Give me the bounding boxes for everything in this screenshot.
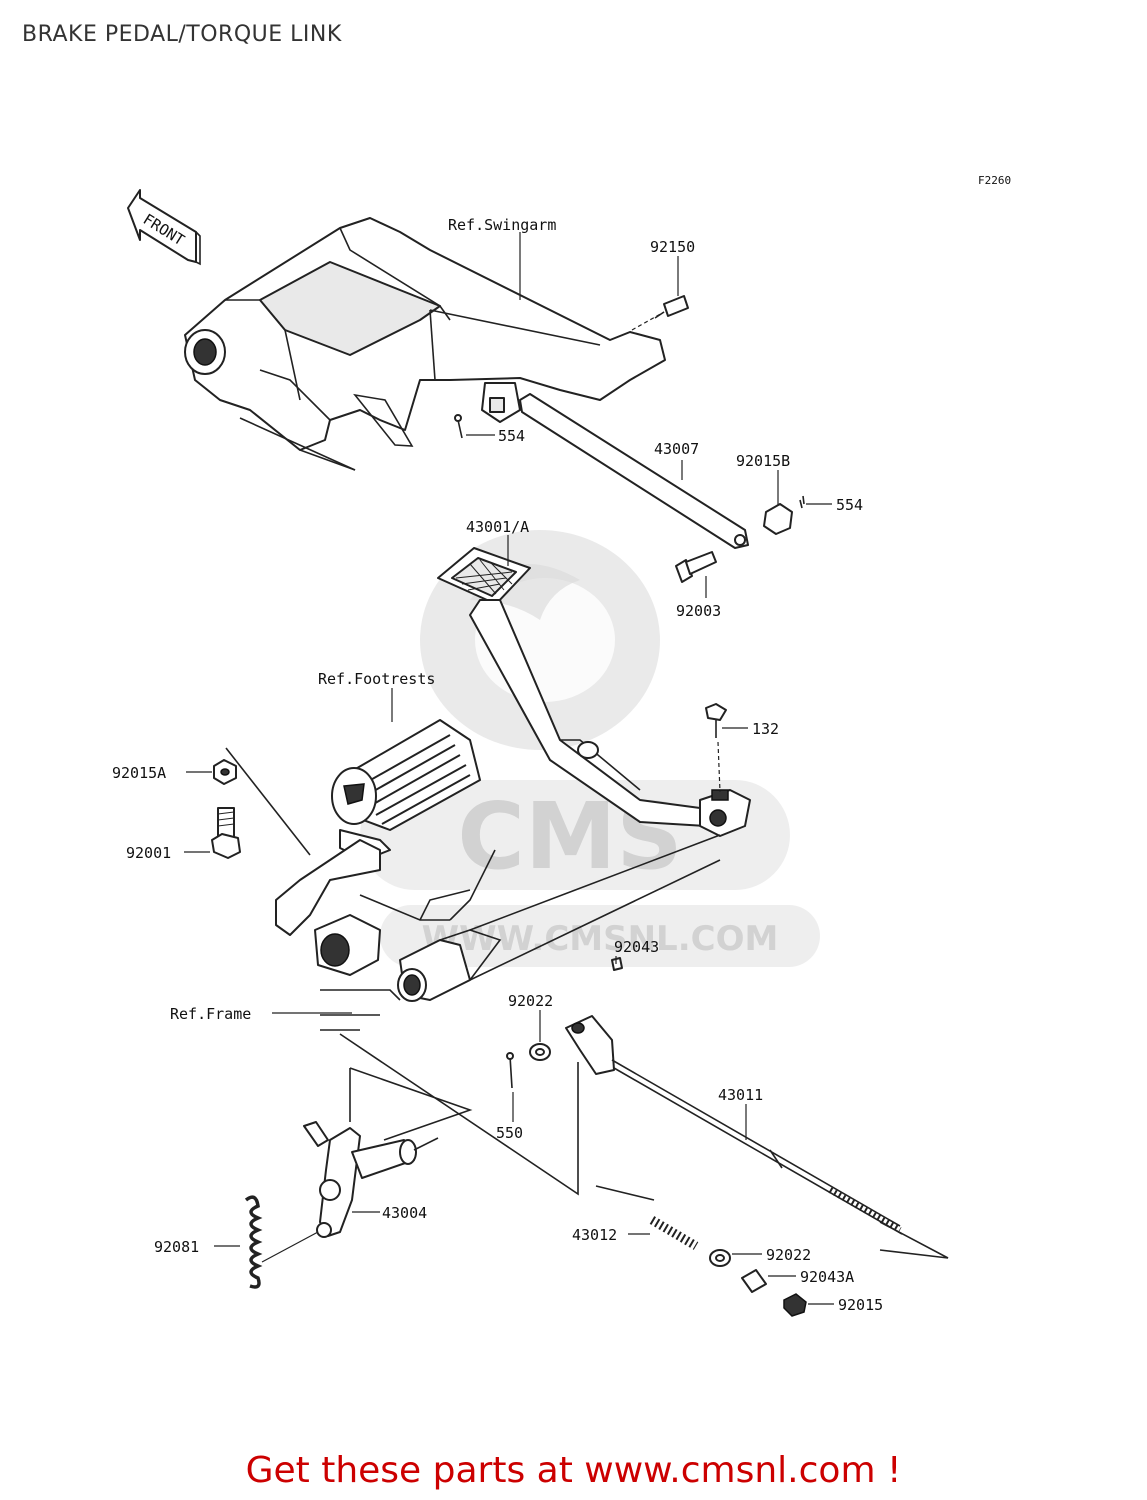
callout-132: 132 <box>752 720 779 738</box>
bolt-92150 <box>631 256 689 331</box>
torque-link-43007 <box>519 393 749 549</box>
brake-pedal-43001A <box>437 535 751 837</box>
callout-92022-bottom: 92022 <box>766 1246 811 1264</box>
nut-92015B <box>763 470 832 535</box>
washer-92022-bottom <box>709 1249 762 1267</box>
pedal-pivot-shaft <box>397 834 721 1002</box>
washer-92022-top <box>529 1010 551 1061</box>
callout-554-right: 554 <box>836 496 863 514</box>
callout-550: 550 <box>496 1124 523 1142</box>
spring-92081 <box>214 1195 319 1289</box>
callout-92015A: 92015A <box>112 764 166 782</box>
callout-43001A: 43001/A <box>466 518 529 536</box>
cotter-pin-554 <box>454 414 495 439</box>
footer-link[interactable]: Get these parts at www.cmsnl.com ! <box>245 1450 902 1491</box>
bolt-92001 <box>184 807 241 859</box>
spring-43012 <box>339 1033 699 1250</box>
ref-frame: Ref.Frame <box>170 1005 251 1023</box>
callout-43012: 43012 <box>572 1226 617 1244</box>
nut-92015 <box>783 1293 834 1317</box>
frame-reference <box>272 989 401 1031</box>
page-title: BRAKE PEDAL/TORQUE LINK <box>22 22 342 47</box>
callout-92015B: 92015B <box>736 452 790 470</box>
cotter-pin-550 <box>506 1052 514 1122</box>
callout-92022-top: 92022 <box>508 992 553 1010</box>
footrest-bracket <box>225 747 496 976</box>
callout-92043: 92043 <box>614 938 659 956</box>
watermark-url-text: WWW.CMSNL.COM <box>422 919 779 959</box>
callout-92043A: 92043A <box>800 1268 854 1286</box>
callout-43004: 43004 <box>382 1204 427 1222</box>
brake-rod-43011 <box>565 1015 949 1259</box>
swingarm <box>184 217 666 471</box>
callout-92003: 92003 <box>676 602 721 620</box>
bolt-132 <box>705 703 748 793</box>
brake-lever-43004 <box>303 1067 473 1238</box>
nut-92015A <box>186 759 237 785</box>
bolt-92003 <box>675 551 717 598</box>
pin-92043A <box>741 1269 796 1293</box>
callout-554-top: 554 <box>498 427 525 445</box>
watermark-logo-text: CMS <box>457 783 682 890</box>
figure-code: F2260 <box>978 174 1011 187</box>
ref-footrests: Ref.Footrests <box>318 670 435 688</box>
callout-43007: 43007 <box>654 440 699 458</box>
pin-92043 <box>611 956 623 971</box>
ref-swingarm: Ref.Swingarm <box>448 216 556 234</box>
callout-92015: 92015 <box>838 1296 883 1314</box>
front-arrow-icon: FRONT <box>127 189 201 266</box>
callout-92150: 92150 <box>650 238 695 256</box>
callout-92081: 92081 <box>154 1238 199 1256</box>
callout-43011: 43011 <box>718 1086 763 1104</box>
callout-92001: 92001 <box>126 844 171 862</box>
